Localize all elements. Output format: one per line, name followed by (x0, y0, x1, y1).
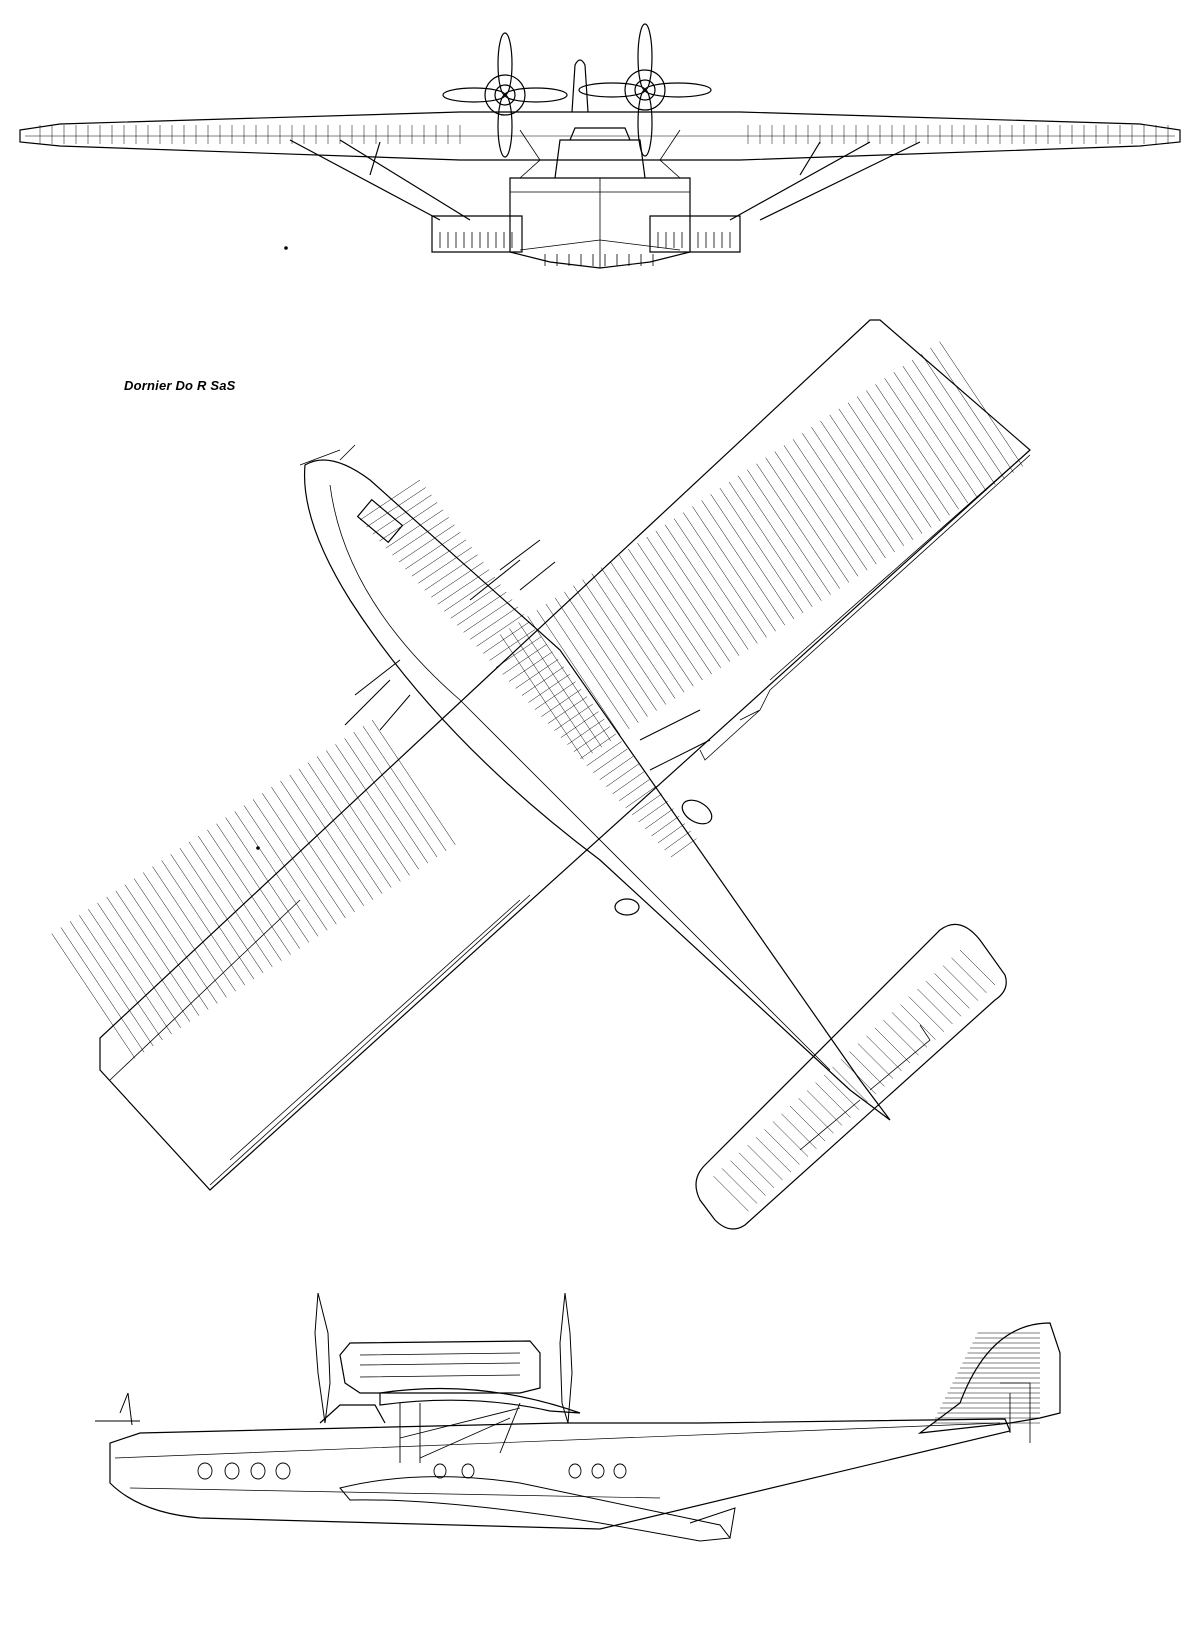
front-view-struts (290, 140, 920, 220)
side-view-engine-nacelle (340, 1341, 540, 1393)
side-view-portholes (198, 1463, 626, 1479)
side-view-wing (380, 1389, 580, 1414)
front-view (0, 0, 1200, 290)
side-view-front-propeller (315, 1293, 330, 1423)
front-view-left-propeller (443, 33, 567, 157)
plan-view (0, 300, 1200, 1240)
plan-view-hull (305, 460, 890, 1120)
drawing-caption: Dornier Do R SaS (124, 378, 236, 393)
front-view-right-sponson (650, 216, 740, 252)
plan-view-hull-ribs (360, 480, 696, 857)
side-view-tail-fin (920, 1323, 1060, 1433)
plan-view-wing-ribs (52, 342, 1023, 1059)
front-view-sponson-ticks (440, 232, 730, 248)
front-view-wing (20, 112, 1180, 160)
side-view-hull (110, 1419, 1010, 1529)
front-view-left-sponson (432, 216, 522, 252)
plan-view-tailplane (696, 924, 1006, 1229)
side-view (0, 1293, 1200, 1633)
side-view-rear-propeller (560, 1293, 572, 1423)
front-view-hull (510, 178, 690, 268)
front-view-right-propeller (579, 24, 711, 156)
